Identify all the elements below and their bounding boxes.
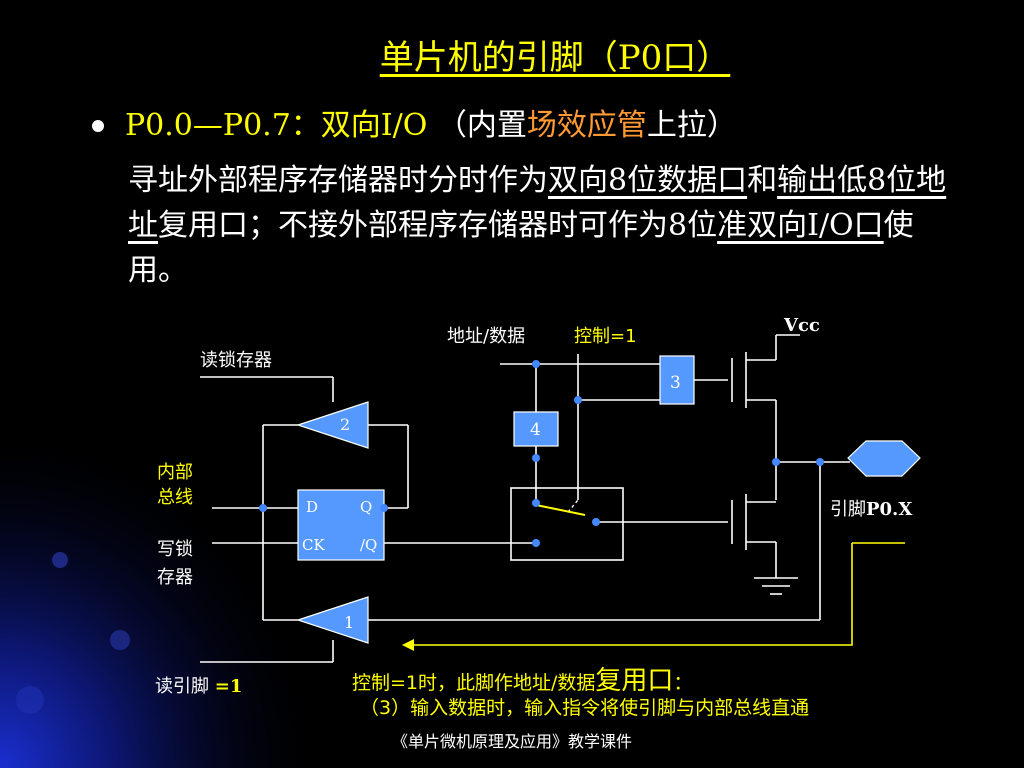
box-3-label: 3 [670,373,681,393]
note-multiplex-pre: 控制=1时，此脚作地址/数据 [352,672,596,694]
para-text-4: 使用。 [128,208,914,288]
box-4 [513,411,559,447]
read-pin-label: 读引脚 =1 [155,672,242,698]
latch-q-label: Q [360,498,372,516]
para-underline-2: 输出低8位地址 [128,163,947,243]
box-3 [659,355,695,405]
footer-course-title: 《单片微机原理及应用》教学课件 [391,732,632,751]
latch-qn-label: /Q [360,536,377,554]
buffer-2 [296,401,369,449]
read-latch-label: 读锁存器 [200,350,272,371]
note-input: （3）输入数据时，输入指令将使引脚与内部总线直通 [360,697,810,719]
addr-data-label: 地址/数据 [447,326,526,347]
box-4-label: 4 [530,420,541,440]
highlight-fet: 场效应管 [526,108,647,143]
para-text-2: 和 [747,163,778,198]
read-pin-eq: =1 [214,676,243,697]
latch-box [297,489,385,561]
latch-ck-label: CK [302,536,325,554]
pin-label-text: 引脚 [830,499,866,520]
para-text-3: 复用口；不接外部程序存储器时可作为8位 [158,208,718,243]
para-text-1: 寻址外部程序存储器时分时作为 [128,163,548,198]
paren-open: （内置 [436,108,527,143]
note-multiplex-post: ： [673,672,693,694]
description-paragraph: 寻址外部程序存储器时分时作为双向8位数据口和输出低8位地址复用口；不接外部程序存… [128,158,958,293]
note-multiplex-big: 复用口 [595,666,674,696]
pin-range: P0.0—P0.7：双向I/O [125,108,428,143]
buffer-2-label: 2 [340,415,350,434]
junction-dots [259,360,824,547]
internal-bus-label: 内部 总线 [157,462,193,508]
buffer-1 [296,596,369,644]
paren-close: 上拉） [646,108,737,143]
buffer-1-label: 1 [344,613,354,632]
control-label: 控制=1 [574,326,637,347]
note-multiplex: 控制=1时，此脚作地址/数据复用口： [352,660,692,697]
latch-d-label: D [306,498,318,516]
pin-terminal [847,440,921,477]
pin-label: 引脚P0.X [830,495,912,521]
pin-description: P0.0—P0.7：双向I/O （内置场效应管上拉） [125,100,737,144]
para-underline-3: 准双向I/O口 [717,208,884,243]
page-title: 单片机的引脚（P0口） [379,38,731,78]
vcc-label: Vcc [784,315,820,336]
para-underline-1: 双向8位数据口 [548,163,748,198]
write-latch-label: 写锁 存器 [157,539,193,588]
read-pin-text: 读引脚 [155,676,209,697]
pin-name: P0.X [866,499,913,520]
bullet-dot [92,120,104,132]
